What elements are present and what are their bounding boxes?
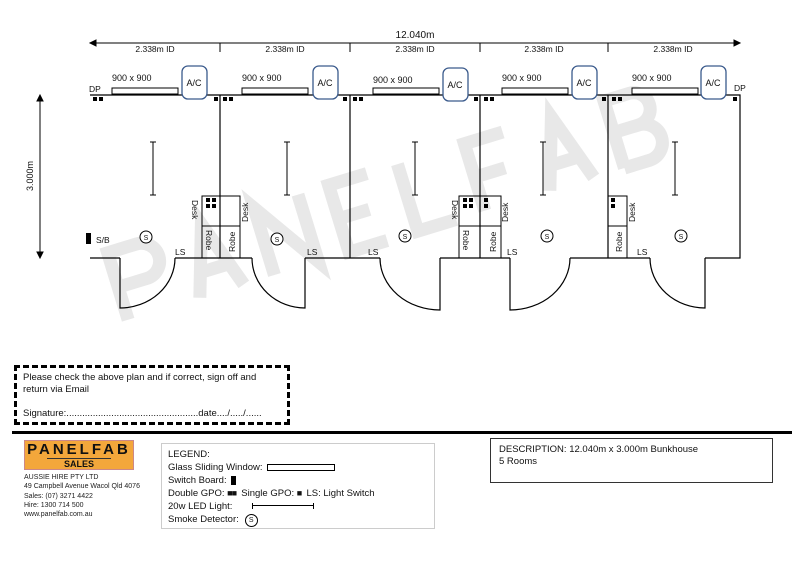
robe-label: Robe — [204, 230, 214, 251]
room-width-label: 2.338m ID — [524, 44, 563, 54]
room-width-label: 2.338m ID — [395, 44, 434, 54]
logo-main: PANELFAB — [27, 441, 131, 458]
room-width-label: 2.338m ID — [653, 44, 692, 54]
switchboard-symbol-icon — [230, 475, 236, 485]
watermark-letter — [241, 189, 331, 281]
window-label: 900 x 900 — [112, 73, 152, 83]
gpo-outlets — [93, 97, 737, 208]
smoke-label: S — [545, 234, 550, 241]
watermark-letter — [595, 86, 669, 175]
ac-units — [181, 65, 727, 102]
watermark-letter — [99, 236, 167, 322]
room-width-label: 2.338m ID — [135, 44, 174, 54]
smoke-label: S — [275, 237, 280, 244]
window-label: 900 x 900 — [502, 73, 542, 83]
sb-label: S/B — [96, 235, 110, 245]
ac-label: A/C — [317, 78, 333, 88]
room-width-label: 2.338m ID — [265, 44, 304, 54]
robe-label: Robe — [488, 231, 498, 252]
switch-board-icon — [86, 233, 91, 244]
company-sales: Sales: (07) 3271 4422 — [24, 492, 93, 500]
led-lights — [150, 141, 678, 196]
window-symbol-icon — [266, 463, 335, 471]
company-address: 49 Campbell Avenue Wacol Qld 4076 — [24, 483, 140, 491]
legend-switchboard: Switch Board: — [168, 475, 227, 486]
legend-ls: LS: Light Switch — [306, 488, 375, 499]
panelfab-logo: PANELFAB SALES — [24, 440, 134, 470]
smoke-label: S — [144, 235, 149, 242]
doors — [119, 257, 706, 311]
ac-label: A/C — [186, 78, 202, 88]
legend-led: 20w LED Light: — [168, 501, 233, 512]
ac-label: A/C — [576, 78, 592, 88]
description-line: DESCRIPTION: 12.040m x 3.000m Bunkhouse — [499, 444, 699, 455]
windows — [111, 87, 699, 95]
company-web[interactable]: www.panelfab.com.au — [24, 511, 93, 519]
ls-label: LS — [637, 247, 648, 257]
watermark-letter — [391, 162, 459, 240]
company-name: AUSSIE HIRE PTY LTD — [24, 474, 99, 481]
ac-label: A/C — [447, 80, 463, 90]
watermark-letter — [193, 204, 250, 298]
single-gpo-icon: ■ — [296, 488, 303, 498]
company-hire: Hire: 1300 714 500 — [24, 501, 84, 509]
legend-window: Glass Sliding Window: — [168, 462, 263, 473]
ac-label: A/C — [705, 78, 721, 88]
smoke-detectors — [139, 229, 688, 246]
logo-sub: SALES — [47, 458, 111, 469]
ls-label: LS — [175, 247, 186, 257]
description-box: DESCRIPTION: 12.040m x 3.000m Bunkhouse … — [490, 438, 773, 483]
desk-label: Desk — [450, 200, 460, 220]
legend-title: LEGEND: — [168, 449, 210, 460]
smoke-label: S — [679, 234, 684, 241]
robe-label: Robe — [227, 231, 237, 252]
window-label: 900 x 900 — [373, 75, 413, 85]
led-symbol-icon — [252, 503, 315, 510]
smoke-symbol-icon: S — [244, 514, 258, 527]
ls-label: LS — [507, 247, 518, 257]
legend-smoke: Smoke Detector: — [168, 514, 239, 525]
watermark — [99, 86, 669, 322]
ls-label: LS — [368, 247, 379, 257]
depth-dimension — [36, 93, 44, 260]
watermark-letter — [320, 167, 390, 261]
signoff-text: Please check the above plan and if corre… — [23, 372, 257, 395]
signoff-box: Please check the above plan and if corre… — [14, 365, 290, 425]
desk-label: Desk — [500, 202, 510, 222]
company-block: PANELFAB SALES AUSSIE HIRE PTY LTD 49 Ca… — [24, 440, 159, 519]
robe-desk-blocks — [201, 195, 628, 259]
dp-label: DP — [89, 84, 101, 94]
depth-label: 3.000m — [25, 161, 35, 191]
watermark-letter — [543, 97, 600, 191]
divider — [12, 431, 792, 434]
ls-label: LS — [307, 247, 318, 257]
robe-label: Robe — [614, 231, 624, 252]
desk-label: Desk — [627, 202, 637, 222]
legend-double-gpo: Double GPO: — [168, 488, 225, 499]
window-label: 900 x 900 — [632, 73, 672, 83]
overall-width-label: 12.040m — [396, 30, 435, 41]
legend-single-gpo: Single GPO: — [241, 488, 295, 499]
watermark-letter — [456, 125, 508, 213]
dp-label: DP — [734, 83, 746, 93]
window-label: 900 x 900 — [242, 73, 282, 83]
double-gpo-icon: ■■ — [227, 488, 237, 498]
signature-line[interactable]: Signature:..............................… — [23, 408, 262, 419]
desk-label: Desk — [190, 200, 200, 220]
overall-width-dimension — [88, 39, 742, 52]
desk-label: Desk — [240, 202, 250, 222]
robe-label: Robe — [461, 230, 471, 251]
description-rooms: 5 Rooms — [499, 456, 538, 467]
legend: LEGEND: Glass Sliding Window: Switch Boa… — [161, 443, 435, 529]
smoke-label: S — [403, 234, 408, 241]
